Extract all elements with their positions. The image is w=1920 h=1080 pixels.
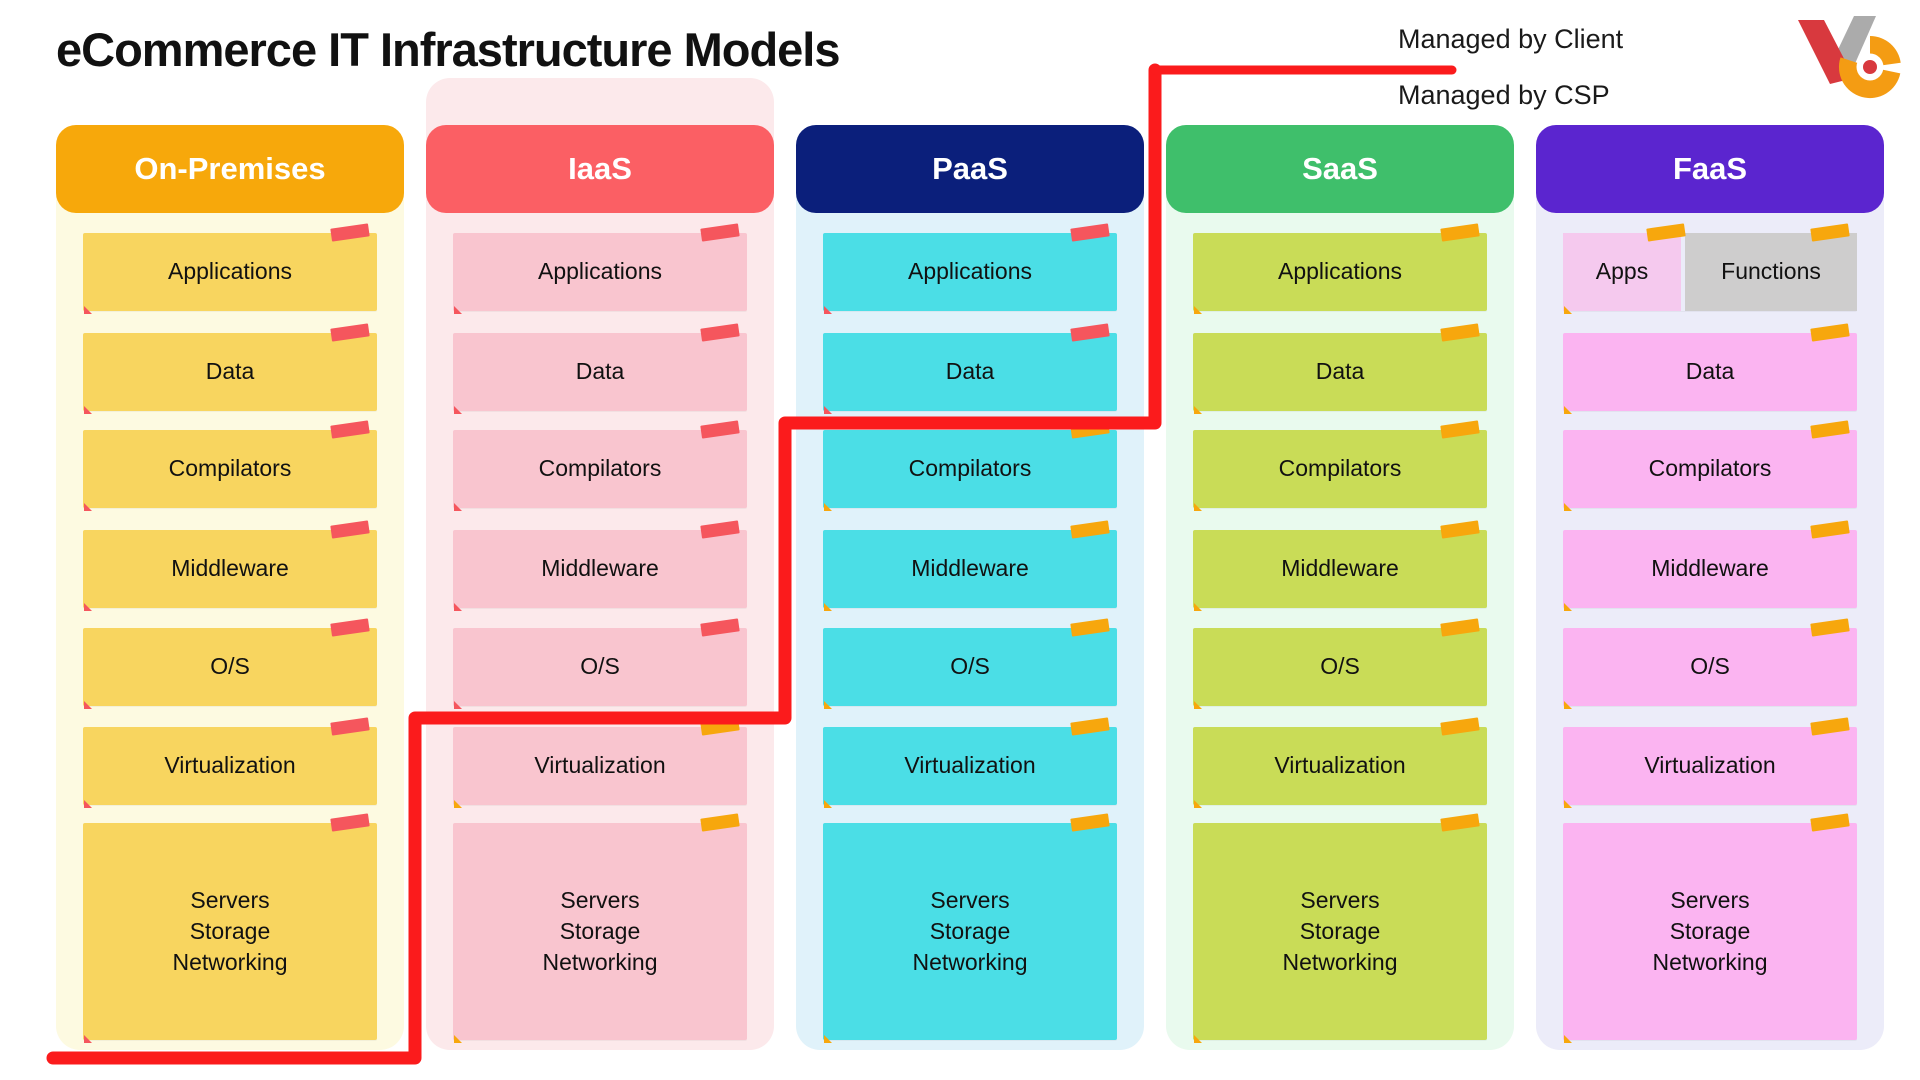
note-faas-row1: Data [1563,323,1857,414]
column-header-saas: SaaS [1166,125,1514,213]
note-iaas-row3: Middleware [453,520,747,611]
note-iaas-row2: Compilators [453,420,747,511]
note-part-apps: Apps [1563,233,1681,311]
note-saas-row2: Compilators [1193,420,1487,511]
note-saas-row0: Applications [1193,223,1487,314]
note-iaas-row0: Applications [453,223,747,314]
note-faas-row4: O/S [1563,618,1857,709]
note-part-functions: Functions [1685,233,1857,311]
note-paas-row1: Data [823,323,1117,414]
note-on-premises-row5: Virtualization [83,717,377,808]
note-paas-row6: Servers Storage Networking [823,813,1117,1043]
legend-csp-label: Managed by CSP [1398,80,1610,110]
legend-client-label: Managed by Client [1398,24,1624,54]
note-on-premises-row1: Data [83,323,377,414]
note-on-premises-row2: Compilators [83,420,377,511]
note-iaas-row5: Virtualization [453,717,747,808]
note-paas-row0: Applications [823,223,1117,314]
note-on-premises-row4: O/S [83,618,377,709]
note-paas-row4: O/S [823,618,1117,709]
note-iaas-row1: Data [453,323,747,414]
column-header-paas: PaaS [796,125,1144,213]
note-saas-row6: Servers Storage Networking [1193,813,1487,1043]
note-paas-row2: Compilators [823,420,1117,511]
note-faas-row5: Virtualization [1563,717,1857,808]
note-faas-row3: Middleware [1563,520,1857,611]
note-faas-row6: Servers Storage Networking [1563,813,1857,1043]
note-on-premises-row3: Middleware [83,520,377,611]
note-paas-row5: Virtualization [823,717,1117,808]
column-header-iaas: IaaS [426,125,774,213]
column-header-faas: FaaS [1536,125,1884,213]
brand-logo-icon [1798,16,1901,99]
note-saas-row4: O/S [1193,618,1487,709]
note-on-premises-row6: Servers Storage Networking [83,813,377,1043]
note-on-premises-row0: Applications [83,223,377,314]
note-iaas-row4: O/S [453,618,747,709]
note-faas-row2: Compilators [1563,420,1857,511]
note-saas-row3: Middleware [1193,520,1487,611]
page-title: eCommerce IT Infrastructure Models [56,23,840,76]
note-paas-row3: Middleware [823,520,1117,611]
note-saas-row5: Virtualization [1193,717,1487,808]
column-header-on-premises: On-Premises [56,125,404,213]
note-saas-row1: Data [1193,323,1487,414]
note-iaas-row6: Servers Storage Networking [453,813,747,1043]
